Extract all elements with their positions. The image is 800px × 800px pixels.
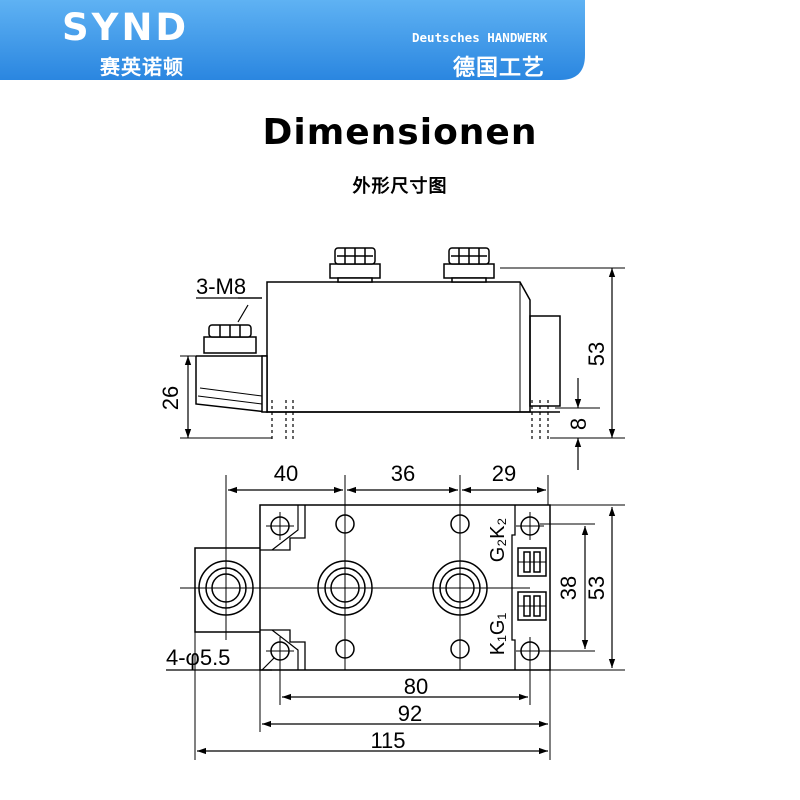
slogan-text: Deutsches HANDWERK xyxy=(412,30,548,45)
top-view xyxy=(166,475,625,760)
dim-hole-spacing-h: 80 xyxy=(404,674,428,699)
gate-connector-lower xyxy=(517,591,547,621)
pin-label-top: G₂K₂ xyxy=(487,518,509,562)
page-title: Dimensionen xyxy=(262,112,538,153)
header-band xyxy=(0,0,585,80)
dim-total-length: 115 xyxy=(370,728,405,753)
page-subtitle: 外形尺寸图 xyxy=(352,176,448,197)
dim-width: 53 xyxy=(584,576,609,600)
brand-logo: SYND xyxy=(62,6,190,49)
dim-spacing-2: 36 xyxy=(391,461,415,486)
mounting-hole-br xyxy=(516,637,544,665)
slogan-text-cn: 德国工艺 xyxy=(453,56,546,81)
terminal-screw-2 xyxy=(443,247,495,283)
hole-label: 4-φ5.5 xyxy=(166,645,230,670)
dim-base-length: 92 xyxy=(398,701,422,726)
mounting-hole-tl xyxy=(266,512,294,540)
hole-hidden-lines xyxy=(271,400,549,440)
dim-terminal-height: 26 xyxy=(158,386,183,410)
pin-label-bottom: K₁G₁ xyxy=(487,613,509,656)
dim-spacing-3: 29 xyxy=(492,461,516,486)
dim-total-height: 53 xyxy=(584,342,609,366)
dim-base-height: 8 xyxy=(566,418,591,430)
side-block xyxy=(529,315,561,407)
dim-spacing-1: 40 xyxy=(274,461,298,486)
dim-hole-spacing-v: 38 xyxy=(556,576,581,600)
gate-connector-upper xyxy=(517,547,547,577)
terminal-screw-1 xyxy=(329,247,381,283)
brand-header: SYND 赛英诺顿 Deutsches HANDWERK 德国工艺 xyxy=(0,0,800,82)
brand-name-cn: 赛英诺顿 xyxy=(100,55,184,79)
mounting-hole-bl xyxy=(266,637,294,665)
module-body xyxy=(266,281,531,413)
side-view xyxy=(180,247,625,470)
left-terminal-tab xyxy=(194,547,260,633)
terminal-screw-3 xyxy=(203,324,257,354)
thread-label: 3-M8 xyxy=(196,274,246,299)
mounting-hole-tr xyxy=(516,512,544,540)
